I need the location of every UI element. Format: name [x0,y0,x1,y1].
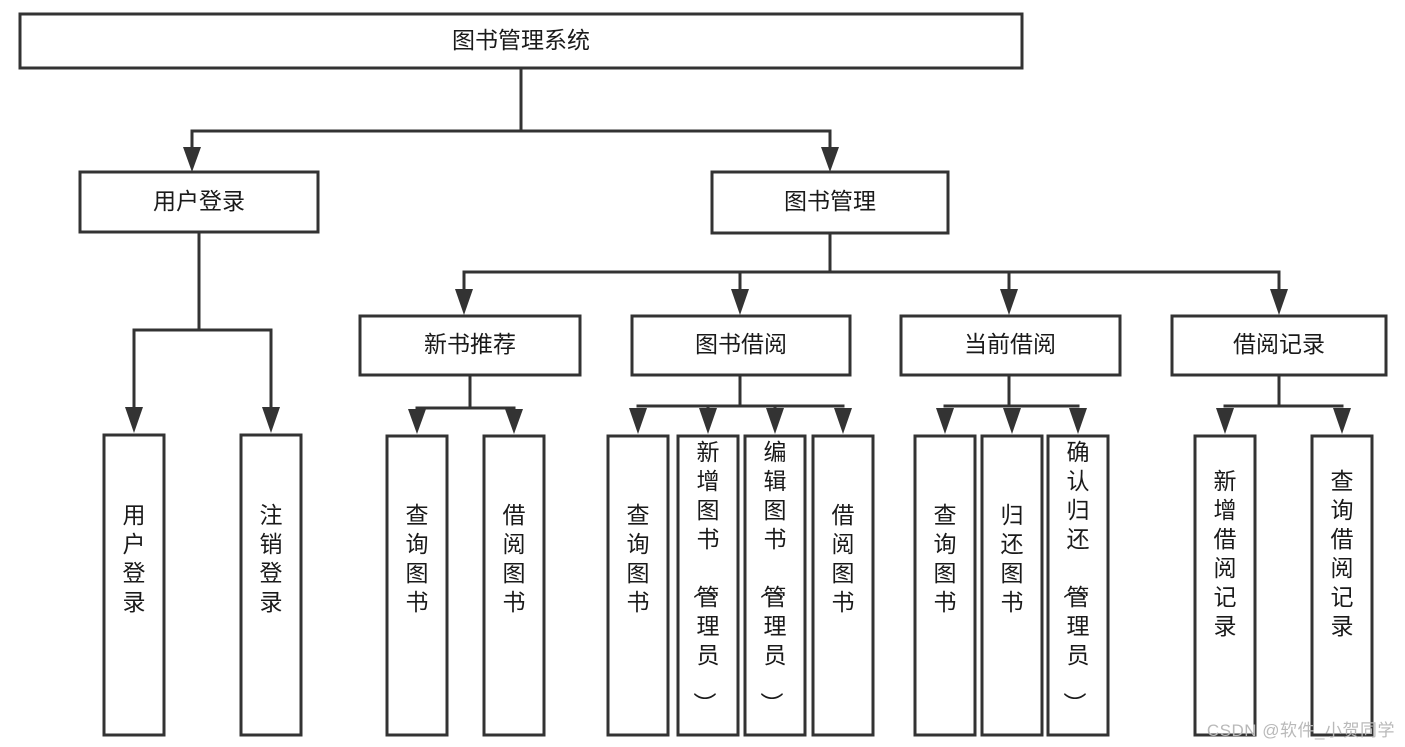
connector-group [125,66,1351,434]
node-leaf-return-book-box [980,434,1044,737]
node-leaf-borrow-book-borrow-box [811,434,875,737]
node-leaf-logout-box [239,433,303,737]
node-book-management-label: 图书管理 [784,188,876,214]
node-current-borrow-label: 当前借阅 [964,331,1056,357]
arrow-head-current-leaf-1 [936,408,954,434]
node-leaf-borrow-book-borrow[interactable]: 借阅图书 [811,434,875,737]
node-root-system[interactable]: 图书管理系统 [18,12,1024,70]
arrow-head-recommend [455,289,473,315]
arrow-head-borrow [731,289,749,315]
node-leaf-return-book-label: 归还图书 [1001,502,1024,615]
node-leaf-query-book-recommend-label: 查询图书 [406,502,429,615]
node-borrow-record-label: 借阅记录 [1233,331,1325,357]
node-borrow-record[interactable]: 借阅记录 [1170,314,1388,377]
arrow-head-current-leaf-3 [1069,408,1087,434]
node-leaf-query-borrow-record-label: 查询借阅记录 [1331,468,1354,639]
node-leaf-confirm-return-admin[interactable]: 确认归还（管理员） [1046,434,1110,737]
arrow-head-record [1270,289,1288,315]
node-leaf-query-book-borrow-box [606,434,670,737]
arrow-head-borrow-leaf-2 [699,408,717,434]
node-new-book-recommend-label: 新书推荐 [424,331,516,357]
arrow-head-current [1000,289,1018,315]
node-book-borrow[interactable]: 图书借阅 [630,314,852,377]
node-leaf-query-book-borrow[interactable]: 查询图书 [606,434,670,737]
node-leaf-borrow-book-recommend-label: 借阅图书 [503,502,526,615]
node-leaf-query-book-current-label: 查询图书 [934,502,957,615]
node-root-box [18,12,1024,70]
node-user-login-label: 用户登录 [153,188,245,214]
node-leaf-add-book-admin-label: 新增图书（管理员） [692,439,720,715]
node-leaf-add-borrow-record[interactable]: 新增借阅记录 [1193,434,1257,737]
node-leaf-add-book-admin-box [676,434,740,737]
node-leaf-user-login-label: 用户登录 [123,502,146,615]
node-leaf-add-book-admin[interactable]: 新增图书（管理员） [676,434,740,737]
node-leaf-borrow-book-recommend-box [482,434,546,737]
arrow-head-borrow-leaf-4 [834,408,852,434]
arrow-head-record-leaf-1 [1216,408,1234,434]
node-leaf-user-login[interactable]: 用户登录 [102,433,166,737]
node-leaf-add-borrow-record-label: 新增借阅记录 [1214,468,1237,639]
node-borrow-record-box [1170,314,1388,377]
node-leaf-confirm-return-admin-box [1046,434,1110,737]
node-leaf-query-book-current[interactable]: 查询图书 [913,434,977,737]
node-user-login[interactable]: 用户登录 [78,170,320,234]
node-leaf-query-book-borrow-label: 查询图书 [627,502,650,615]
node-leaf-query-borrow-record[interactable]: 查询借阅记录 [1310,434,1374,737]
node-leaf-edit-book-admin-box [743,434,807,737]
arrow-head-borrow-leaf-1 [629,408,647,434]
node-leaf-query-book-recommend-box [385,434,449,737]
arrow-head-current-leaf-2 [1003,408,1021,434]
node-leaf-borrow-book-recommend[interactable]: 借阅图书 [482,434,546,737]
arrow-head-leaf-logout [262,407,280,433]
node-book-borrow-box [630,314,852,377]
node-root-label: 图书管理系统 [452,27,590,53]
arrow-head-user-login [183,147,201,172]
node-leaf-borrow-book-borrow-label: 借阅图书 [832,502,855,615]
node-leaf-query-book-recommend[interactable]: 查询图书 [385,434,449,737]
arrow-head-borrow-leaf-3 [766,408,784,434]
node-new-book-recommend-box [358,314,582,377]
node-current-borrow[interactable]: 当前借阅 [899,314,1122,377]
node-leaf-edit-book-admin-label: 编辑图书（管理员） [759,439,787,715]
node-leaf-confirm-return-admin-label: 确认归还（管理员） [1062,439,1090,715]
node-leaf-logout-label: 注销登录 [260,502,283,615]
node-leaf-query-borrow-record-box [1310,434,1374,737]
csdn-watermark: CSDN @软件_小贺同学 [1206,721,1395,740]
node-leaf-user-login-box [102,433,166,737]
node-new-book-recommend[interactable]: 新书推荐 [358,314,582,377]
arrow-head-book-manage [821,147,839,172]
arrow-head-record-leaf-2 [1333,408,1351,434]
node-book-borrow-label: 图书借阅 [695,331,787,357]
arrow-head-leaf-user-login [125,407,143,433]
node-leaf-return-book[interactable]: 归还图书 [980,434,1044,737]
node-leaf-query-book-current-box [913,434,977,737]
arrow-head-recommend-leaf-1 [408,409,426,434]
node-leaf-logout[interactable]: 注销登录 [239,433,303,737]
node-leaf-edit-book-admin[interactable]: 编辑图书（管理员） [743,434,807,737]
node-current-borrow-box [899,314,1122,377]
arrow-head-recommend-leaf-2 [505,409,523,434]
node-book-management-box [710,170,950,235]
node-leaf-add-borrow-record-box [1193,434,1257,737]
node-book-management[interactable]: 图书管理 [710,170,950,235]
node-user-login-box [78,170,320,234]
